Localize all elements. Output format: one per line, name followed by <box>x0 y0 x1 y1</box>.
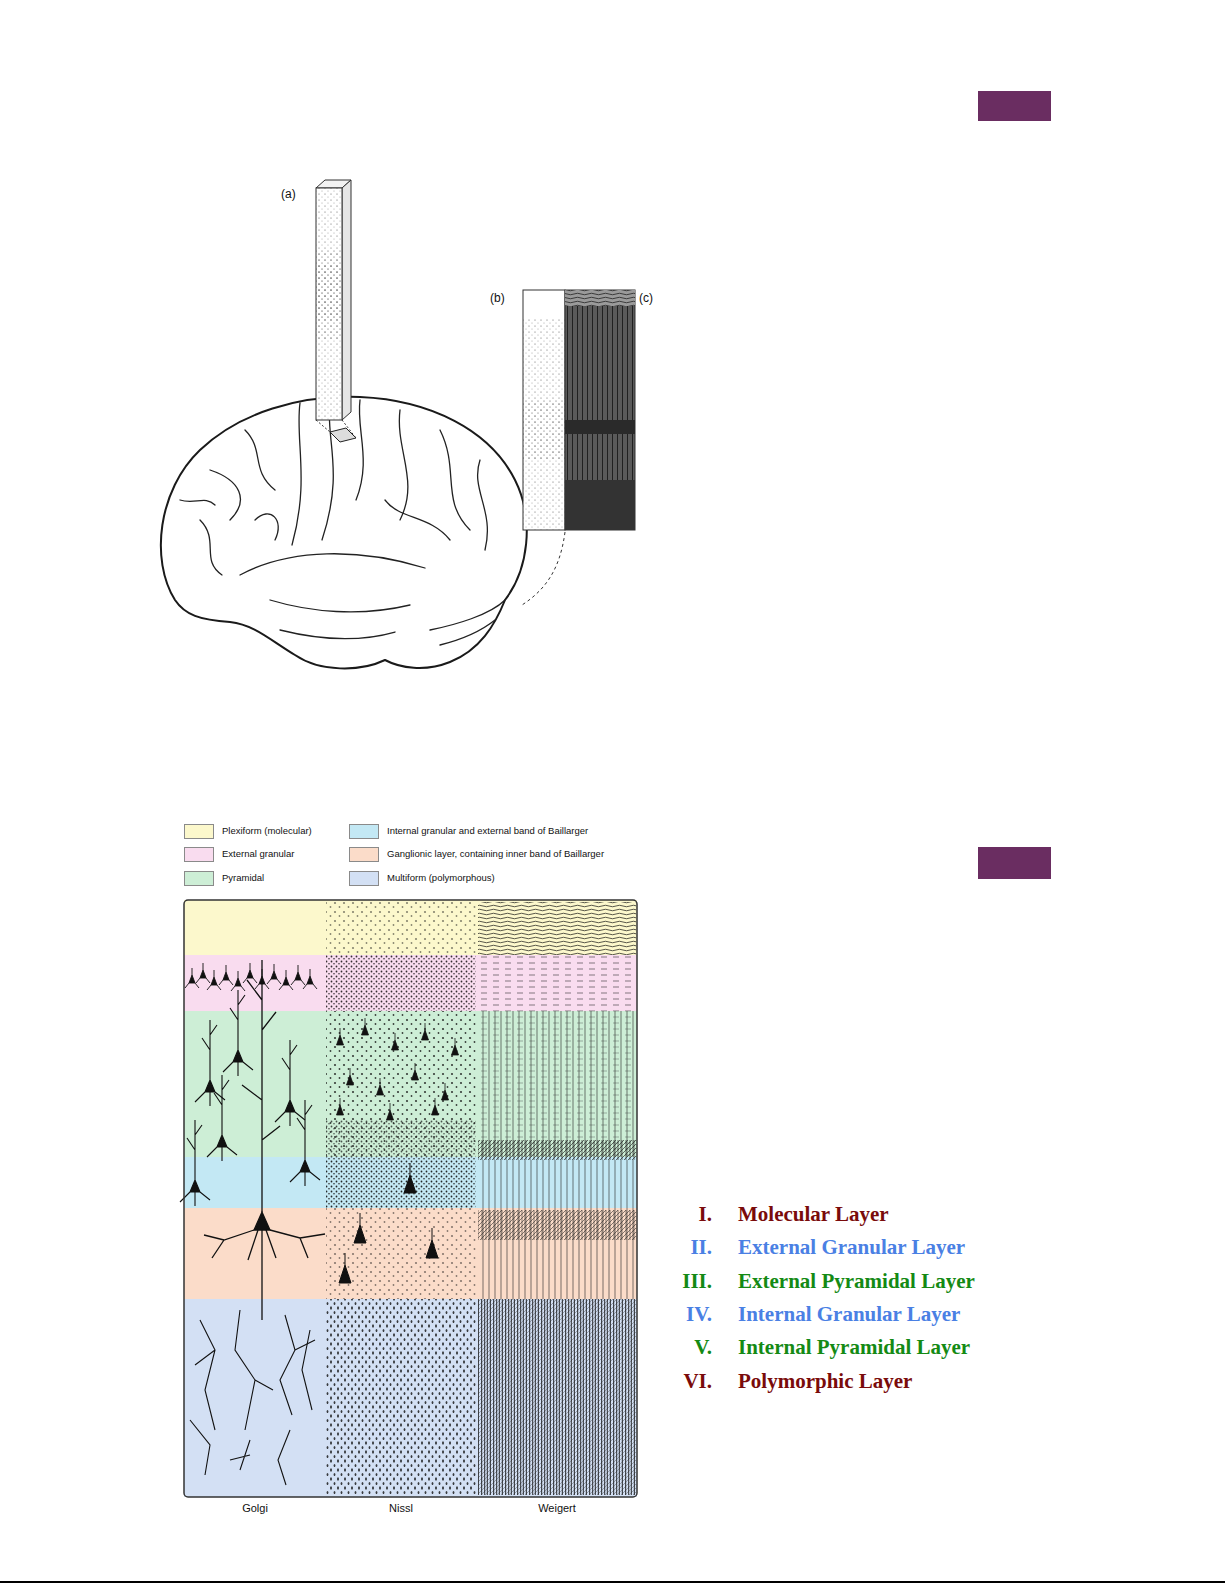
legend-text: Internal granular and external band of B… <box>387 825 588 836</box>
layer-numeral: III. <box>682 1269 712 1294</box>
column-label: Golgi <box>242 1502 268 1515</box>
page-tab <box>978 91 1051 121</box>
legend-text: Pyramidal <box>222 872 264 883</box>
tissue-block <box>522 290 635 605</box>
nissl-cells <box>326 902 476 1495</box>
view-label: (b) <box>490 291 505 305</box>
cortex-layers <box>180 900 637 1497</box>
legend-swatch <box>349 847 379 862</box>
layer-numeral: V. <box>694 1335 712 1360</box>
layer-name: Polymorphic Layer <box>738 1369 912 1394</box>
layer-numeral: IV. <box>686 1302 712 1327</box>
layer-name: Internal Granular Layer <box>738 1302 960 1327</box>
view-label: (a) <box>281 187 296 201</box>
column-label: Nissl <box>389 1502 413 1515</box>
legend-swatch <box>349 871 379 886</box>
brain-drawing <box>161 397 527 669</box>
layer-numeral: I. <box>699 1202 712 1227</box>
layer-numeral: II. <box>690 1235 712 1260</box>
column-label: Weigert <box>538 1502 576 1515</box>
legend-text: Ganglionic layer, containing inner band … <box>387 848 604 859</box>
layer-name: Internal Pyramidal Layer <box>738 1335 970 1360</box>
page-tab <box>978 847 1051 879</box>
layer-name: External Granular Layer <box>738 1235 965 1260</box>
legend-text: External granular <box>222 848 294 859</box>
legend-swatch <box>184 824 214 839</box>
legend-swatch <box>184 847 214 862</box>
view-label: (c) <box>639 291 653 305</box>
legend-swatch <box>349 824 379 839</box>
tissue-column <box>316 180 356 438</box>
layer-numeral: VI. <box>683 1369 712 1394</box>
legend-text: Multiform (polymorphous) <box>387 872 495 883</box>
page-rule <box>0 1581 1225 1583</box>
golgi-neurons <box>180 960 325 1485</box>
weigert-fibres <box>478 902 636 1495</box>
legend-swatch <box>184 871 214 886</box>
layer-name: Molecular Layer <box>738 1202 889 1227</box>
legend-text: Plexiform (molecular) <box>222 825 312 836</box>
layer-name: External Pyramidal Layer <box>738 1269 975 1294</box>
